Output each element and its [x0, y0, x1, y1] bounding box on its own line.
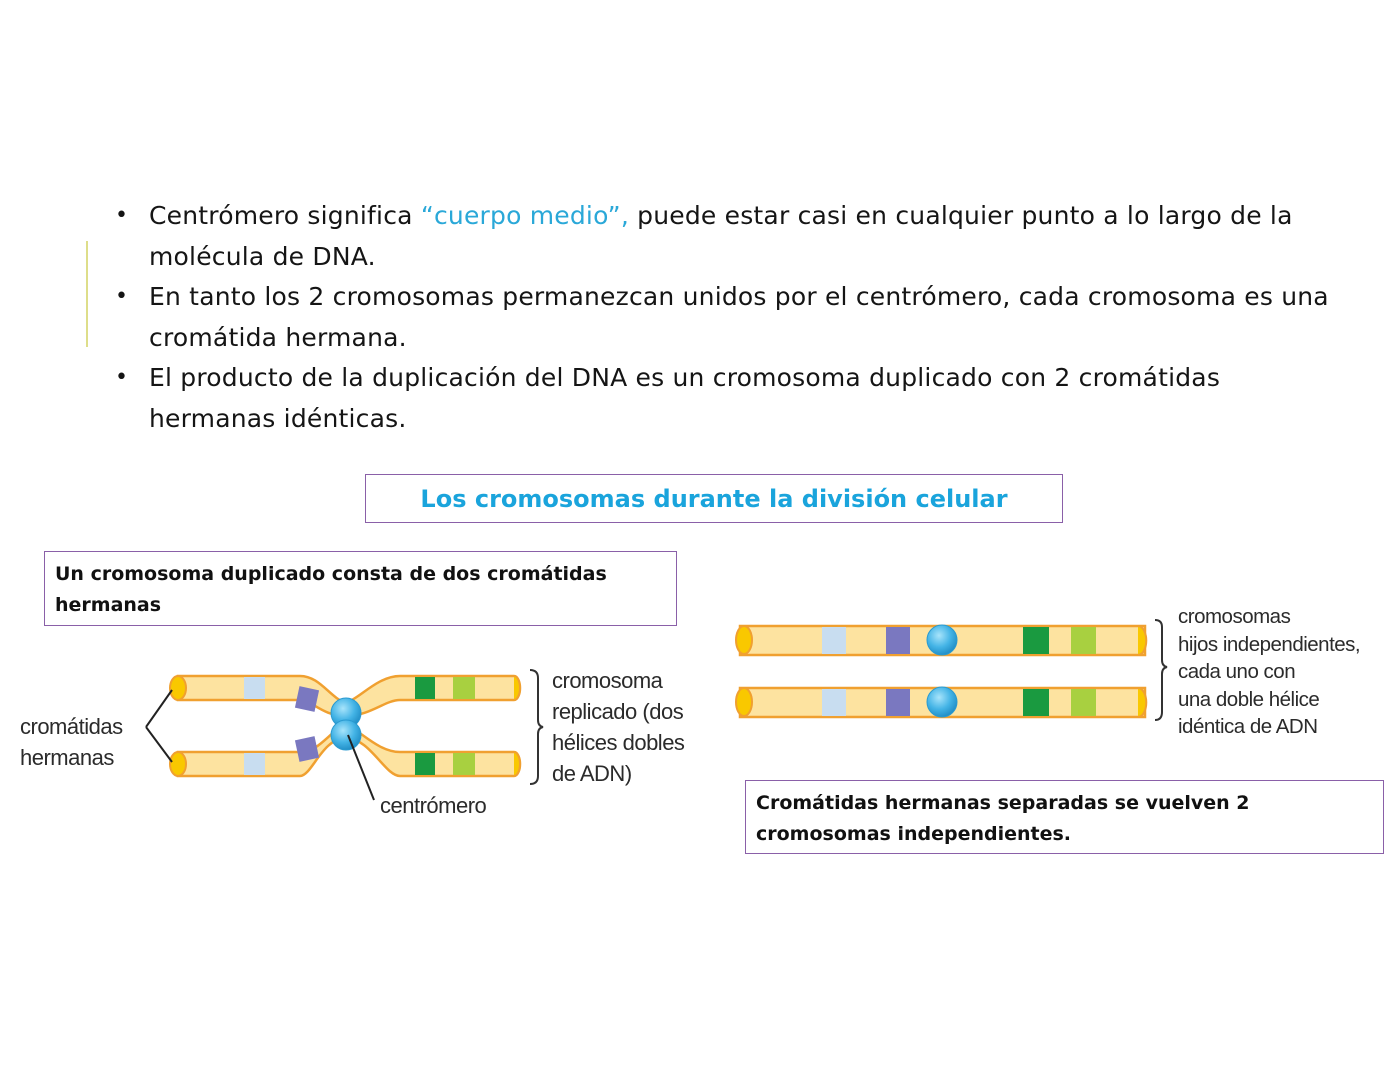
- bullet-item: • En tanto los 2 cromosomas permanezcan …: [113, 277, 1373, 358]
- band-light-blue: [244, 753, 265, 775]
- bullet-text: puede estar casi en cualquier punto a lo…: [149, 201, 1293, 271]
- bullet-icon: •: [115, 284, 129, 309]
- centromere-icon: [926, 686, 958, 718]
- bullet-item: • Centrómero significa “cuerpo medio”, p…: [113, 196, 1373, 277]
- bullet-text: El producto de la duplicación del DNA es…: [149, 363, 1221, 433]
- caption-left-text: Un cromosoma duplicado consta de dos cro…: [55, 563, 607, 616]
- band-lime: [453, 753, 475, 775]
- band-lime: [453, 677, 475, 699]
- bullet-icon: •: [115, 203, 129, 228]
- label-centromere: centrómero: [380, 793, 487, 818]
- accent-line: [86, 241, 88, 347]
- caption-left: Un cromosoma duplicado consta de dos cro…: [44, 551, 677, 626]
- band-purple: [294, 736, 320, 762]
- band-purple: [294, 686, 320, 712]
- caption-right-text: Cromátidas hermanas separadas se vuelven…: [756, 792, 1250, 845]
- centromere-pointer: [347, 734, 375, 801]
- highlight-text: “cuerpo medio”,: [420, 201, 629, 230]
- bullet-text: En tanto los 2 cromosomas permanezcan un…: [149, 282, 1329, 352]
- bullet-list: • Centrómero significa “cuerpo medio”, p…: [113, 196, 1373, 439]
- bullet-icon: •: [115, 365, 129, 390]
- label-replicated-chromosome: cromosoma replicado (dos hélices dobles …: [552, 668, 685, 786]
- label-sister-chromatids: cromátidas hermanas: [20, 714, 123, 770]
- band-green: [415, 677, 435, 699]
- telomere-icon: [169, 675, 187, 701]
- band-light-blue: [244, 677, 265, 699]
- caption-right: Cromátidas hermanas separadas se vuelven…: [745, 780, 1384, 854]
- bullet-text: Centrómero significa: [149, 201, 421, 230]
- section-title: Los cromosomas durante la división celul…: [365, 474, 1063, 523]
- brace-icon: [1154, 619, 1168, 721]
- label-daughter-chromosomes: cromosomas hijos independientes, cada un…: [1178, 605, 1361, 738]
- centromere-icon: [330, 719, 362, 751]
- centromere-icon: [926, 624, 958, 656]
- daughter-chromosome-2: [735, 686, 1148, 719]
- daughter-chromosome-1: [735, 624, 1148, 657]
- band-green: [415, 753, 435, 775]
- chromatid-pointer: [145, 689, 173, 763]
- section-title-text: Los cromosomas durante la división celul…: [420, 484, 1008, 513]
- telomere-icon: [169, 751, 187, 777]
- bullet-item: • El producto de la duplicación del DNA …: [113, 358, 1373, 439]
- brace-icon: [529, 669, 544, 785]
